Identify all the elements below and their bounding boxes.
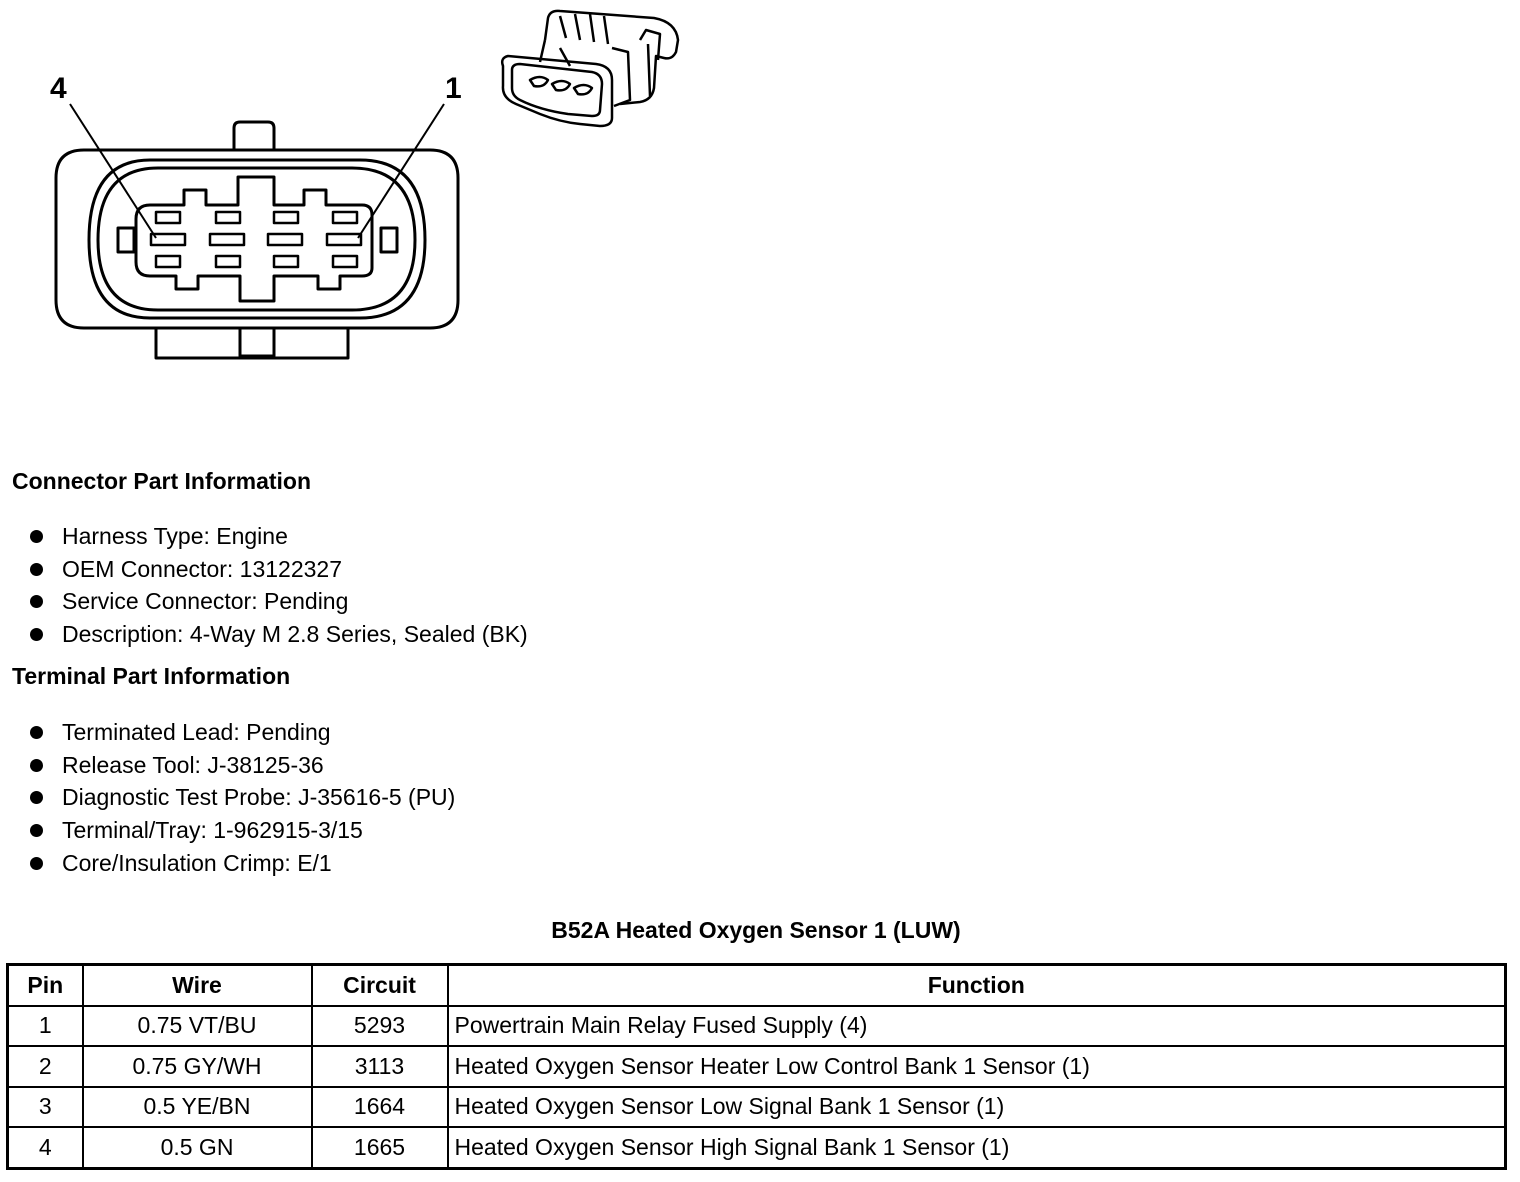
connector-part-info-list: Harness Type: Engine OEM Connector: 1312… [28,520,528,651]
table-row: 4 0.5 GN 1665 Heated Oxygen Sensor High … [6,1126,1507,1169]
bullet-icon [30,726,43,739]
bullet-icon [30,824,43,838]
bullet-icon [30,628,43,642]
list-item: Service Connector: Pending [28,585,528,618]
pin-1-label: 1 [445,72,462,105]
terminal-part-info-heading: Terminal Part Information [12,663,291,689]
bullet-icon [30,562,43,576]
pin-table-title: B52A Heated Oxygen Sensor 1 (LUW) [551,917,961,943]
table-row: 2 0.75 GY/WH 3113 Heated Oxygen Sensor H… [6,1045,1507,1088]
table-row: 1 0.75 VT/BU 5293 Powertrain Main Relay … [6,1004,1507,1047]
column-header-pin: Pin [6,963,84,1007]
cell-function: Heated Oxygen Sensor Low Signal Bank 1 S… [446,1085,1507,1128]
cell-pin: 3 [6,1085,84,1128]
bullet-icon [30,758,43,772]
terminal-part-info-list: Terminated Lead: Pending Release Tool: J… [28,716,455,879]
column-header-wire: Wire [81,963,313,1007]
cell-wire: 0.75 GY/WH [81,1045,313,1088]
pin-table: Pin Wire Circuit Function 1 0.75 VT/BU 5… [6,963,1507,1170]
list-item: Core/Insulation Crimp: E/1 [28,847,455,880]
connector-left-key [116,226,136,254]
cell-circuit: 5293 [310,1004,449,1047]
connector-outer-housing [54,148,460,330]
connector-part-info-heading: Connector Part Information [12,468,312,494]
list-item: Terminated Lead: Pending [28,716,455,749]
cell-pin: 2 [6,1045,84,1088]
cell-function: Heated Oxygen Sensor High Signal Bank 1 … [446,1126,1507,1169]
connector-bottom-tab [238,326,276,358]
cell-pin: 1 [6,1004,84,1047]
cell-pin: 4 [6,1126,84,1169]
list-item: OEM Connector: 13122327 [28,553,528,586]
connector-right-key [379,226,399,254]
list-item: Release Tool: J-38125-36 [28,749,455,782]
list-item: Diagnostic Test Probe: J-35616-5 (PU) [28,781,455,814]
cell-wire: 0.5 GN [81,1126,313,1169]
connector-seal-ring-inner [96,166,417,312]
bullet-icon [30,856,43,870]
bullet-icon [30,530,43,543]
list-item: Terminal/Tray: 1-962915-3/15 [28,814,455,847]
cell-function: Powertrain Main Relay Fused Supply (4) [446,1004,1507,1047]
pin-1-leader [357,103,445,239]
connector-3d-illustration [500,9,680,128]
cell-circuit: 3113 [310,1045,449,1088]
list-item: Harness Type: Engine [28,520,528,553]
column-header-circuit: Circuit [310,963,449,1007]
cell-function: Heated Oxygen Sensor Heater Low Control … [446,1045,1507,1088]
cell-circuit: 1665 [310,1126,449,1169]
column-header-function: Function [446,963,1507,1007]
cell-wire: 0.75 VT/BU [81,1004,313,1047]
connector-cavity-face [134,175,374,303]
connector-top-latch [232,120,276,150]
bullet-icon [30,791,43,805]
bullet-icon [30,595,43,609]
list-item: Description: 4-Way M 2.8 Series, Sealed … [28,618,528,651]
pin-4-leader [69,103,157,239]
cell-wire: 0.5 YE/BN [81,1085,313,1128]
cell-circuit: 1664 [310,1085,449,1128]
table-header-row: Pin Wire Circuit Function [6,963,1507,1007]
connector-bottom-skirt [154,328,350,360]
terminal-slots [149,210,363,269]
table-row: 3 0.5 YE/BN 1664 Heated Oxygen Sensor Lo… [6,1085,1507,1128]
connector-seal-ring-outer [87,158,427,320]
pin-4-label: 4 [50,72,67,105]
connector-diagram: 4 1 [50,9,680,360]
